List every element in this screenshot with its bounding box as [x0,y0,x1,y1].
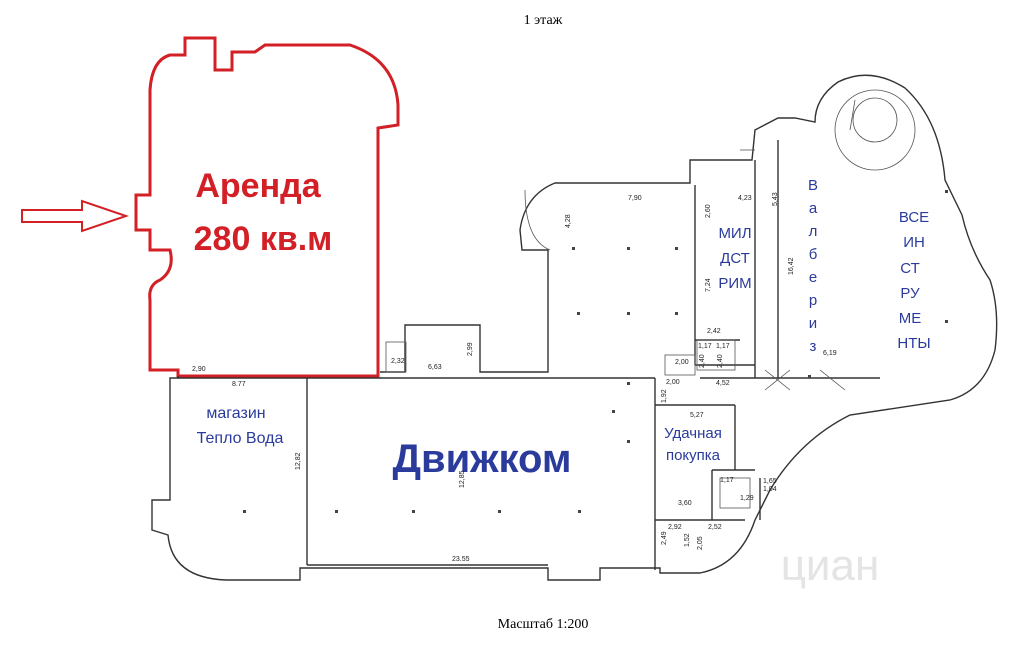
tenant-valberis-letter: е [809,269,817,286]
dim-label: 1,92 [661,389,668,403]
tenant-vseinstrumenty-line: ИН [903,234,925,251]
tenant-vseinstrumenty-line: РУ [900,285,920,302]
dim-label: 23.55 [452,556,470,563]
tenant-mildstrim-line3: РИМ [718,275,751,292]
tenant-udachnaya-line1: Удачная [664,425,722,442]
tenant-mildstrim-line1: МИЛ [718,225,751,242]
tenant-magazin-line1: магазин [206,405,265,422]
tenant-valberis-letter: з [810,338,817,355]
dim-label: 4,28 [565,214,572,228]
dim-label: 12,85 [459,470,466,488]
dim-label: 1,04 [763,486,777,493]
tenant-vseinstrumenty-line: СТ [900,260,920,277]
tenant-mildstrim-line2: ДСТ [720,250,750,267]
dim-label: 7,24 [705,278,712,292]
dim-label: 2,99 [467,342,474,356]
dim-label: 6,19 [823,350,837,357]
tenant-valberis-letter: и [809,315,817,332]
tenant-vseinstrumenty-line: ВСЕ [899,209,929,226]
dim-label: 2,40 [699,354,706,368]
dim-label: 5,27 [690,412,704,419]
tenant-udachnaya-line2: покупка [666,447,721,464]
dim-label: 2,92 [668,524,682,531]
tenant-dvizhkom: Движком [392,437,571,481]
dim-label: 1,52 [684,533,691,547]
tenant-vseinstrumenty-line: МЕ [899,310,922,327]
dim-label: 2,05 [697,536,704,550]
dim-label: 2,00 [675,359,689,366]
scale-label: Масштаб 1:200 [498,617,589,632]
rent-area-size: 280 кв.м [194,220,333,258]
dim-label: 8.77 [232,381,246,388]
rent-area-outline[interactable] [134,36,400,378]
dim-label: 7,90 [628,195,642,202]
dim-label: 1,17 [716,343,730,350]
tenant-valberis: В а л б е р и з [808,177,818,355]
dim-label: 1,17 [698,343,712,350]
dim-label: 2,49 [661,531,668,545]
dim-label: 2,52 [708,524,722,531]
tenant-valberis-letter: а [809,200,818,217]
columns [243,190,948,513]
dim-label: 4,23 [738,195,752,202]
tenant-vseinstrumenty-line: НТЫ [897,335,930,352]
dim-label: 2,42 [707,328,721,335]
dim-label: 6,63 [428,364,442,371]
dim-label: 3,60 [678,500,692,507]
dim-label: 2,32 [391,358,405,365]
dim-label: 2,40 [717,354,724,368]
dimension-labels: 2,90 8.77 12,82 12,85 23.55 2,32 6,63 2,… [192,192,837,563]
tenant-valberis-letter: л [809,223,818,240]
dim-label: 2,00 [666,379,680,386]
dim-label: 1,65 [763,478,777,485]
dim-label: 16,42 [788,257,795,275]
watermark: циан [781,541,880,590]
rent-title: Аренда [195,167,321,205]
dim-label: 1,17 [720,477,734,484]
dim-label: 5,43 [772,192,779,206]
dim-label: 2,60 [705,204,712,218]
tenant-valberis-letter: В [808,177,818,194]
dim-label: 1,29 [740,495,754,502]
tenant-valberis-letter: р [809,292,817,309]
dim-label: 4,52 [716,380,730,387]
tenant-valberis-letter: б [809,246,818,263]
arrow-icon [21,199,130,233]
building-outline [151,74,998,581]
dim-label: 2,90 [192,366,206,373]
dim-label: 12,82 [295,452,302,470]
floor-title: 1 этаж [524,13,563,28]
tenant-magazin-line2: Тепло Вода [197,430,284,447]
minor-walls [385,89,916,509]
tenant-vseinstrumenty: ВСЕ ИН СТ РУ МЕ НТЫ [897,209,930,352]
